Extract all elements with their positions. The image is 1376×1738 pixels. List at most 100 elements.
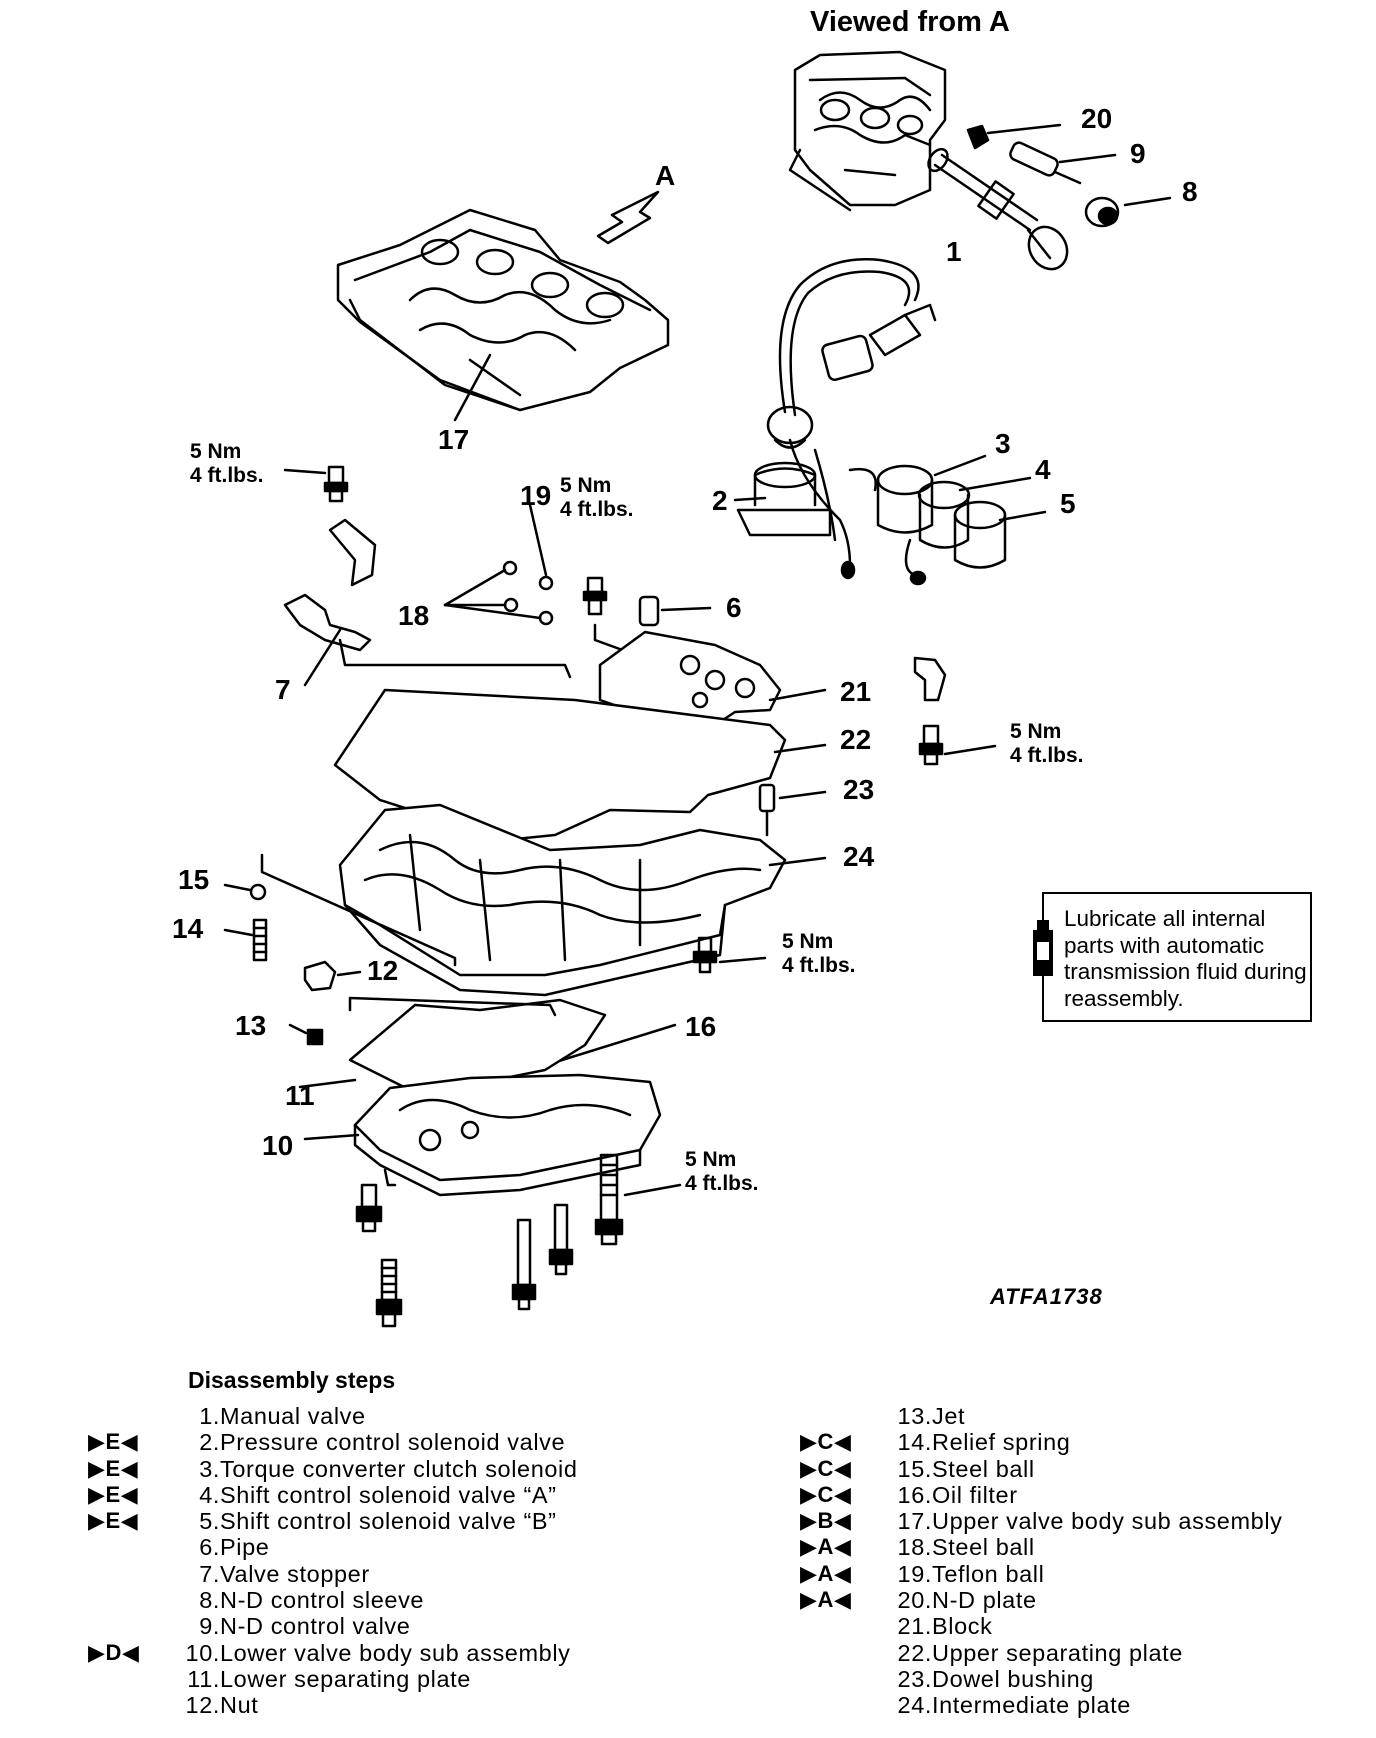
step-row: ▶E◀5.Shift control solenoid valve “B” [88, 1508, 688, 1534]
torque-nm: 5 Nm [190, 440, 242, 463]
step-row: 11.Lower separating plate [88, 1666, 688, 1692]
step-reassembly-marker: ▶C◀ [800, 1429, 852, 1455]
step-row: 1.Manual valve [88, 1403, 688, 1429]
step-part-name: Torque converter clutch solenoid [220, 1455, 578, 1482]
manual-valve [927, 147, 1069, 271]
step-row: 9.N-D control valve [88, 1613, 688, 1639]
torque-spec-bottom: 5 Nm 4 ft.lbs. [685, 1148, 759, 1196]
wiring-harness [766, 258, 937, 449]
callout-21: 21 [840, 676, 872, 707]
step-number: 3. [199, 1455, 220, 1482]
callout-7: 7 [275, 674, 291, 705]
step-part-name: Steel ball [932, 1455, 1035, 1482]
step-row: 8.N-D control sleeve [88, 1587, 688, 1613]
callout-10: 10 [262, 1130, 294, 1161]
step-row: 23.Dowel bushing [800, 1666, 1360, 1692]
bolt-bottom-4 [511, 1218, 537, 1311]
torque-ftlbs: 4 ft.lbs. [560, 498, 634, 521]
step-row: ▶A◀19.Teflon ball [800, 1561, 1360, 1587]
step-part-name: Steel ball [932, 1534, 1035, 1561]
callout-13: 13 [235, 1010, 267, 1041]
torque-nm: 5 Nm [1010, 720, 1062, 743]
pressure-control-solenoid [736, 438, 856, 580]
step-reassembly-marker: ▶C◀ [800, 1455, 852, 1481]
step-number: 12. [185, 1692, 220, 1719]
callout-24: 24 [843, 841, 875, 872]
callout-2: 2 [712, 485, 728, 516]
jet [306, 1028, 324, 1046]
step-row: 24.Intermediate plate [800, 1692, 1360, 1718]
step-number: 4. [199, 1481, 220, 1508]
steel-ball-15 [249, 883, 267, 901]
step-number: 14. [897, 1429, 932, 1456]
step-reassembly-marker: ▶A◀ [800, 1534, 852, 1560]
step-row: 12.Nut [88, 1692, 688, 1718]
step-row: 6.Pipe [88, 1534, 688, 1560]
callout-17: 17 [438, 424, 470, 455]
step-row: ▶A◀ 18.Steel ball [800, 1534, 1360, 1560]
pipe [638, 595, 712, 627]
step-part-name: Block [932, 1613, 993, 1640]
step-row: ▶C◀ 15.Steel ball [800, 1456, 1360, 1482]
callout-3: 3 [995, 428, 1011, 459]
dowel-bushing [758, 783, 827, 837]
step-part-name: N-D plate [932, 1587, 1037, 1614]
nut [303, 960, 337, 992]
torque-ftlbs: 4 ft.lbs. [782, 954, 856, 977]
callout-5: 5 [1060, 488, 1076, 519]
step-number: 10. [185, 1639, 220, 1666]
callout-19: 19 [520, 480, 552, 511]
bolt-bottom-2 [594, 1153, 682, 1246]
callout-15: 15 [178, 864, 210, 895]
step-number: 24. [897, 1692, 932, 1719]
callout-20: 20 [1081, 103, 1113, 134]
step-part-name: Teflon ball [932, 1560, 1045, 1587]
step-number: 20. [897, 1587, 932, 1614]
step-part-name: Jet [932, 1403, 966, 1429]
intermediate-plate [338, 803, 827, 997]
callout-12: 12 [367, 955, 399, 986]
upper-valve-body-view-a [788, 50, 947, 212]
step-part-name: Shift control solenoid valve “B” [220, 1508, 557, 1535]
step-part-name: Nut [220, 1692, 259, 1719]
shift-solenoids [848, 464, 1007, 586]
step-reassembly-marker: ▶B◀ [800, 1508, 852, 1534]
step-part-name: Relief spring [932, 1429, 1071, 1456]
step-number: 2. [199, 1429, 220, 1456]
callout-8: 8 [1182, 176, 1198, 207]
step-reassembly-marker: ▶E◀ [88, 1455, 139, 1481]
note-text: Lubricate all internal parts with automa… [1064, 906, 1307, 1011]
step-part-name: Valve stopper [220, 1560, 370, 1587]
callout-18: 18 [398, 600, 430, 631]
step-row: 21.Block [800, 1613, 1360, 1639]
step-number: 7. [199, 1560, 220, 1587]
callout-9: 9 [1130, 138, 1146, 169]
bolt-bottom-1 [355, 1183, 383, 1233]
step-number: 6. [199, 1534, 220, 1561]
steel-balls [443, 503, 554, 626]
callout-11: 11 [285, 1080, 315, 1111]
step-number: 23. [897, 1665, 932, 1692]
callout-16: 16 [685, 1011, 717, 1042]
callout-22: 22 [840, 724, 872, 755]
step-row: ▶C◀16.Oil filter [800, 1482, 1360, 1508]
bolt-7-top [283, 465, 349, 503]
step-number: 15. [897, 1455, 932, 1482]
lower-valve-body-sub-assembly [303, 1073, 662, 1197]
callout-6: 6 [726, 592, 742, 623]
step-number: 8. [199, 1587, 220, 1614]
step-number: 18. [897, 1534, 932, 1561]
step-part-name: Pipe [220, 1534, 270, 1561]
step-row: ▶C◀ 14.Relief spring [800, 1429, 1360, 1455]
steps-list-left: 1.Manual valve▶E◀2.Pressure control sole… [88, 1403, 688, 1719]
torque-nm: 5 Nm [685, 1148, 737, 1171]
callout-14: 14 [172, 913, 204, 944]
step-part-name: Lower valve body sub assembly [220, 1639, 571, 1666]
upper-valve-body-sub-assembly [336, 208, 670, 422]
step-row: ▶B◀17.Upper valve body sub assembly [800, 1508, 1360, 1534]
step-part-name: Upper separating plate [932, 1639, 1183, 1666]
step-number: 1. [199, 1403, 220, 1429]
step-reassembly-marker: ▶A◀ [800, 1560, 852, 1586]
step-part-name: Shift control solenoid valve “A” [220, 1481, 557, 1508]
